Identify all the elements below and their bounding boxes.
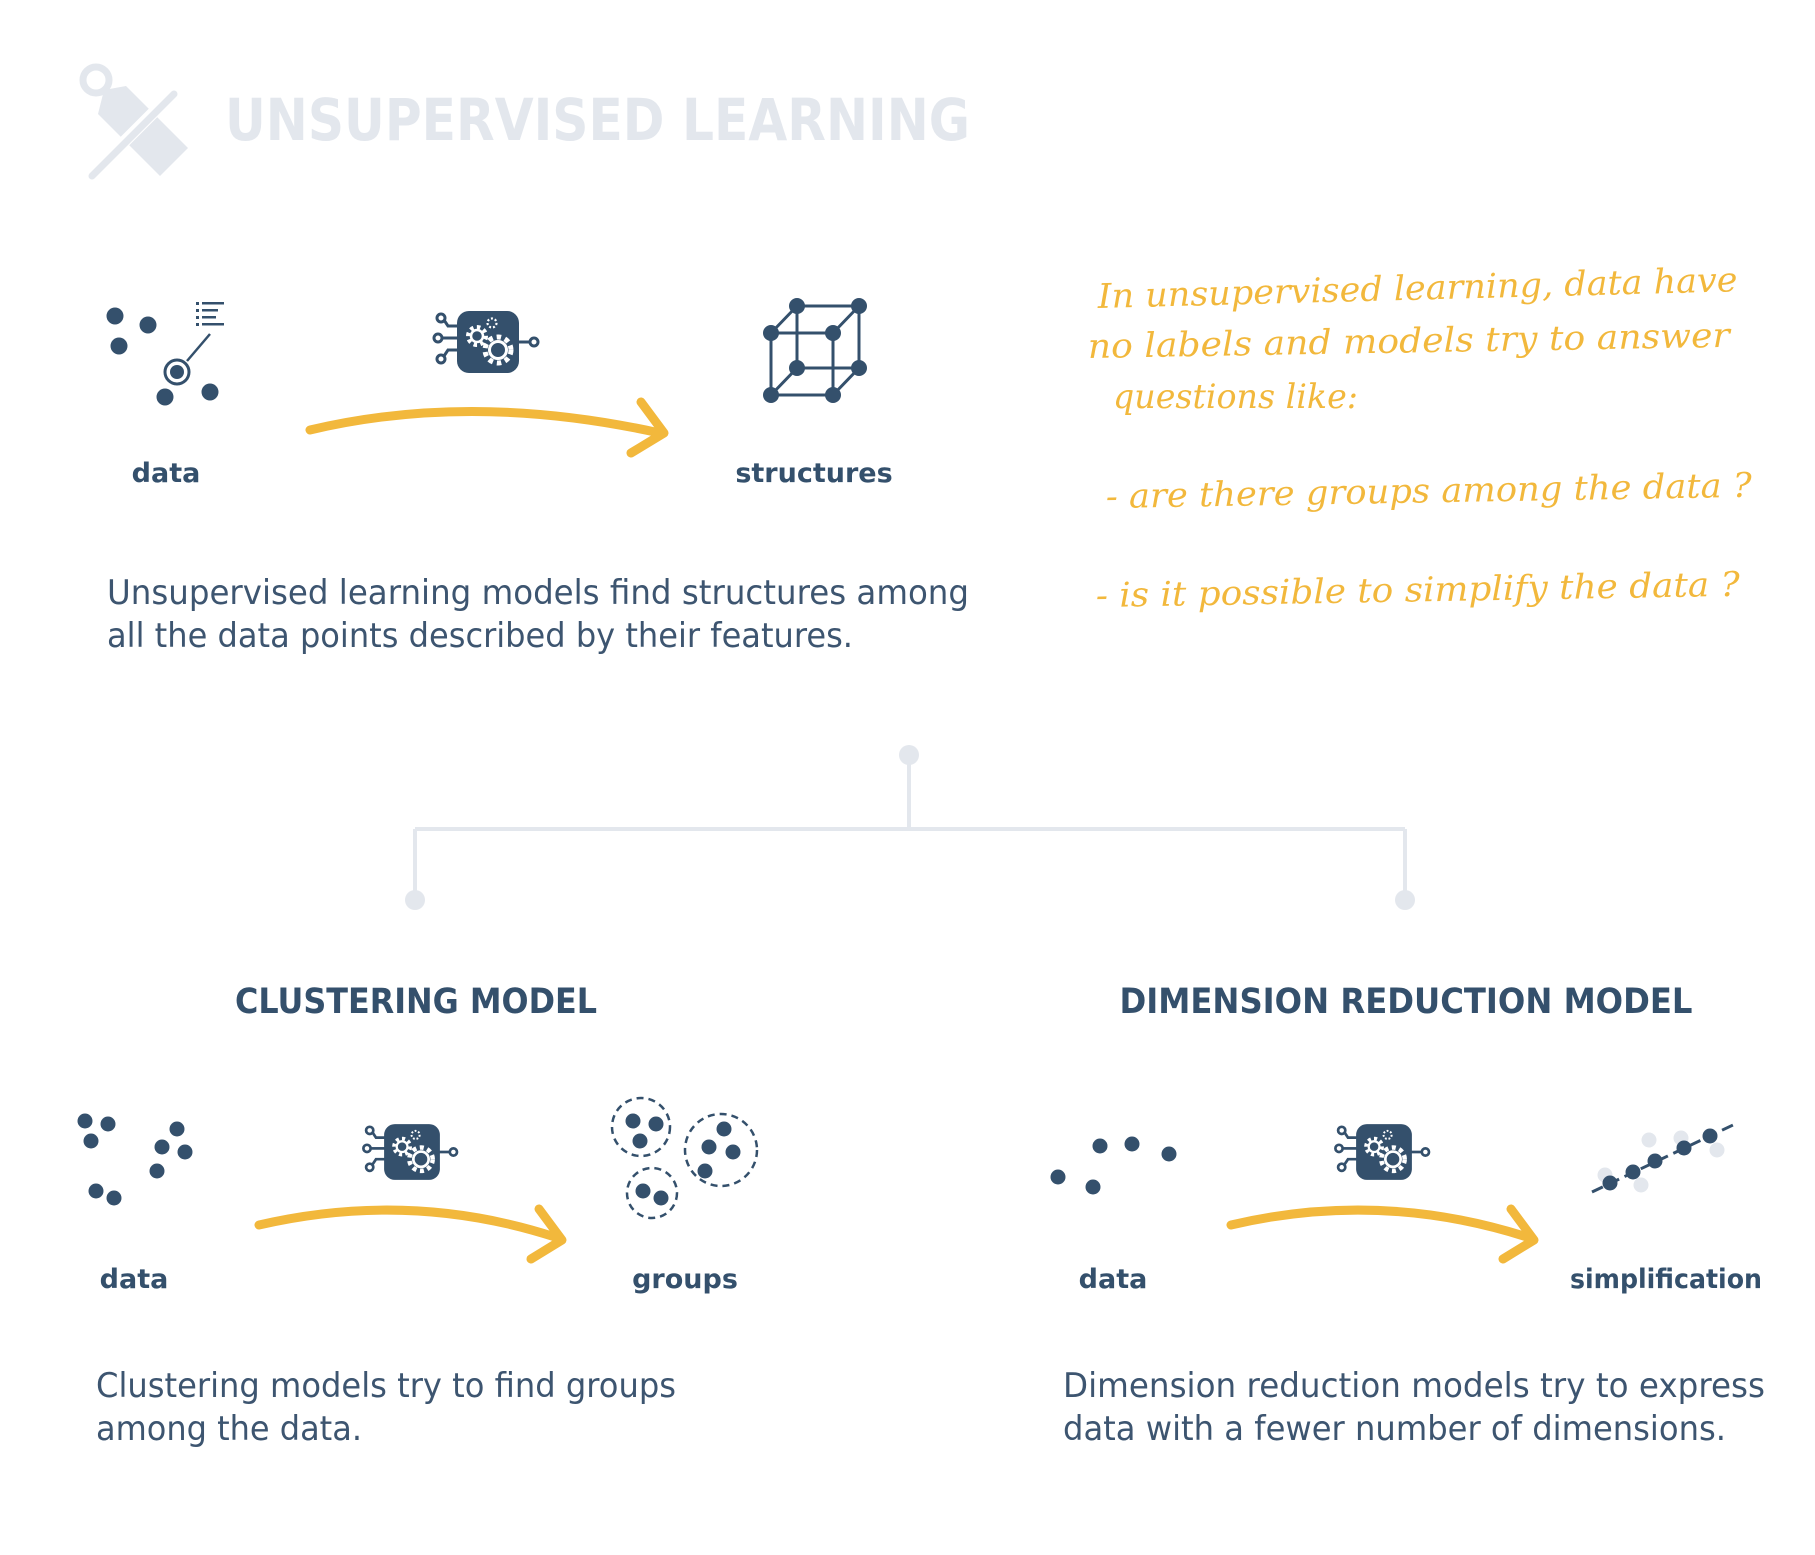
reduction-description: Dimension reduction models try to expres… [1063,1366,1765,1449]
connector-node [899,745,919,765]
clustering-flow-arrow [254,1205,560,1242]
branch-connector [413,757,1407,898]
groups-icon [610,1096,759,1220]
reduction-description-line: Dimension reduction models try to expres… [1063,1366,1765,1406]
note-line: no labels and models try to answer [1087,316,1731,367]
connector-node [405,890,425,910]
structure-cube-icon [763,298,867,403]
top-output-label: structures [735,458,892,489]
clustering-description: Clustering models try to find groups amo… [96,1366,676,1449]
top-model-gear-chip-icon [434,311,538,373]
top-flow-arrowhead [626,397,669,458]
top-flow-arrow [305,407,660,437]
note-line: - is it possible to simplify the data ? [1095,565,1740,616]
clustering-input-label: data [100,1264,169,1295]
note-line: questions like: [1113,377,1358,417]
page-title: UNSUPERVISED LEARNING [225,86,970,154]
clustering-flow-arrowhead [526,1204,567,1264]
top-description-line: Unsupervised learning models find struct… [107,573,969,613]
reduction-output-label: simplification [1570,1264,1762,1295]
handwritten-note: In unsupervised learning, data have no l… [1087,260,1752,616]
top-description-line: all the data points described by their f… [107,616,853,656]
simplification-icon [1591,1123,1734,1194]
title-icon [79,63,188,183]
reduction-data-icon [1050,1136,1177,1195]
clustering-model-gear-chip-icon [363,1124,457,1180]
reduction-description-line: data with a fewer number of dimensions. [1063,1409,1726,1449]
reduction-input-label: data [1079,1264,1148,1295]
top-description: Unsupervised learning models find struct… [107,573,969,656]
top-data-icon [106,302,224,406]
note-line: - are there groups among the data ? [1105,466,1752,517]
top-input-label: data [132,458,201,489]
clustering-description-line: Clustering models try to find groups [96,1366,676,1406]
reduction-model-gear-chip-icon [1335,1124,1429,1180]
clustering-data-icon [77,1113,193,1206]
connector-node [1395,890,1415,910]
dimension-reduction-heading: DIMENSION REDUCTION MODEL [1120,982,1693,1022]
note-line: In unsupervised learning, data have [1096,260,1738,317]
reduction-flow-arrowhead [1498,1204,1539,1264]
clustering-heading: CLUSTERING MODEL [235,982,597,1022]
list-icon [196,302,224,326]
clustering-description-line: among the data. [96,1409,362,1449]
reduction-flow-arrow [1226,1205,1532,1242]
clustering-output-label: groups [632,1264,738,1295]
